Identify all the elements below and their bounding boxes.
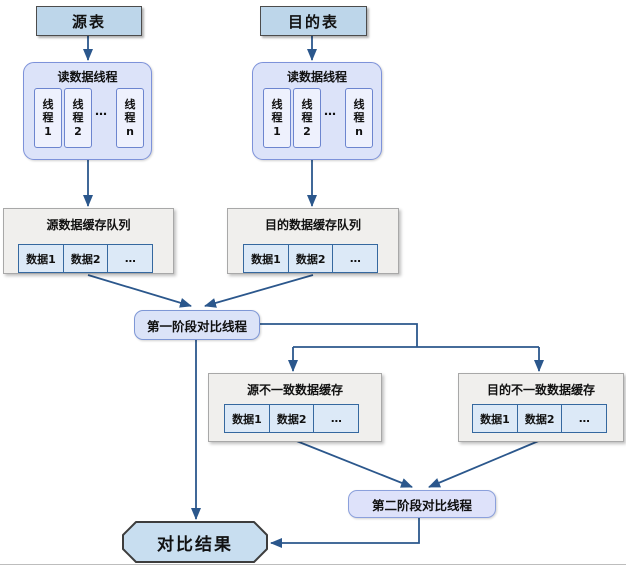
queue-title: 目的数据缓存队列 [264, 218, 361, 232]
data-cell-2: 数据2 [268, 404, 315, 433]
thread-box-n: 线程n [345, 88, 373, 148]
thread-box-n: 线程n [116, 88, 144, 148]
dest-read-thread-group: 读数据线程 线程1 线程2 ⋯ 线程n [252, 62, 382, 160]
thread-label: 线程1 [271, 98, 283, 138]
thread-ellipsis: ⋯ [95, 107, 107, 121]
data-cell-ellipsis: … [107, 244, 154, 273]
stage1-compare-thread-node: 第一阶段对比线程 [134, 310, 260, 340]
data-cell-1: 数据1 [243, 244, 289, 273]
thread-box-2: 线程2 [293, 88, 321, 148]
source-table-node: 源表 [36, 6, 142, 36]
stage2-compare-thread-node: 第二阶段对比线程 [348, 490, 496, 518]
arrow-source-diff-to-stage2 [293, 439, 413, 488]
data-cell-2: 数据2 [516, 404, 563, 433]
queue-title: 源数据缓存队列 [46, 218, 131, 232]
thread-label: 线程1 [42, 98, 54, 138]
data-cell-1: 数据1 [18, 244, 64, 273]
data-cell-ellipsis: … [313, 404, 360, 433]
data-cell-2: 数据2 [287, 244, 334, 273]
source-read-thread-group: 读数据线程 线程1 线程2 ⋯ 线程n [23, 62, 152, 160]
source-queue-box: 源数据缓存队列 数据1 数据2 … [3, 208, 174, 274]
arrow-source-queue-to-stage1 [87, 274, 192, 308]
cache-title: 源不一致数据缓存 [246, 383, 343, 397]
thread-label: 线程n [124, 98, 136, 138]
line-stage1-right-elbow [258, 323, 418, 347]
data-cell-ellipsis: … [561, 404, 608, 433]
thread-label: 线程n [353, 98, 365, 138]
group-title: 读数据线程 [57, 70, 118, 84]
result-octagon-shape [122, 521, 268, 563]
frame-bottom-border [0, 564, 626, 565]
group-title: 读数据线程 [286, 70, 347, 84]
source-diff-cache-box: 源不一致数据缓存 数据1 数据2 … [208, 373, 382, 442]
thread-label: 线程2 [72, 98, 84, 138]
thread-ellipsis: ⋯ [324, 107, 336, 121]
dest-table-node: 目的表 [260, 6, 367, 36]
thread-box-1: 线程1 [263, 88, 291, 148]
thread-label: 线程2 [301, 98, 313, 138]
data-cell-1: 数据1 [472, 404, 518, 433]
data-cell-2: 数据2 [62, 244, 109, 273]
arrow-dest-queue-to-stage1 [204, 274, 314, 308]
dest-diff-cache-box: 目的不一致数据缓存 数据1 数据2 … [458, 373, 624, 442]
thread-box-2: 线程2 [64, 88, 92, 148]
compare-result-node: 对比结果 [122, 521, 268, 563]
dest-queue-box: 目的数据缓存队列 数据1 数据2 … [227, 208, 399, 274]
arrow-stage2-to-result [270, 516, 420, 548]
thread-box-1: 线程1 [34, 88, 62, 148]
result-label: 对比结果 [157, 534, 233, 555]
arrow-dest-diff-to-stage2 [428, 439, 542, 488]
data-cell-ellipsis: … [332, 244, 379, 273]
data-cell-1: 数据1 [224, 404, 270, 433]
cache-title: 目的不一致数据缓存 [486, 383, 595, 397]
